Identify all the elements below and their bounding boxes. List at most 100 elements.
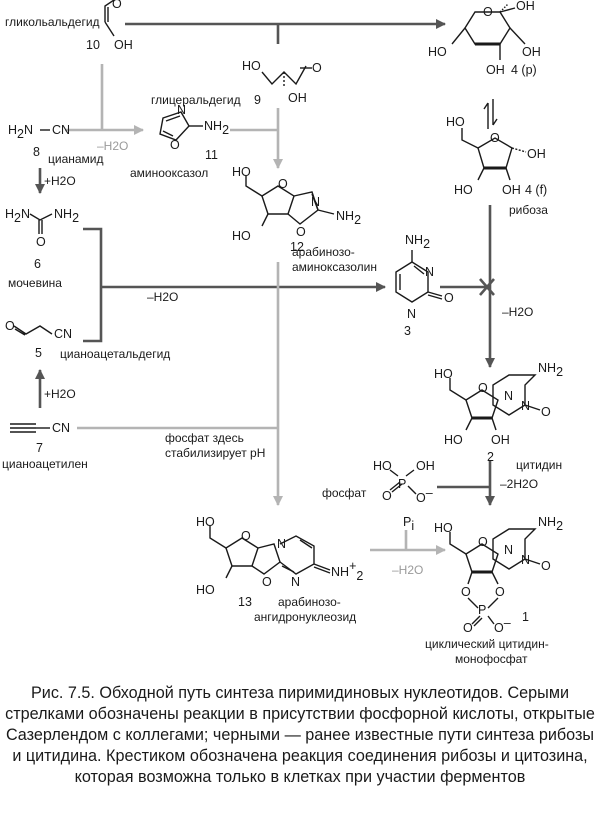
n-atom: N <box>291 575 300 589</box>
figure-caption: Рис. 7.5. Обходной путь синтеза пиримиди… <box>0 683 600 788</box>
o-atom: O <box>5 319 15 333</box>
compound-9: HO O OH 9 глицеральдегид <box>151 59 322 107</box>
compound-7: CN 7 цианоацетилен <box>2 421 88 471</box>
phosphate: HO OH P O O– фосфат Pi <box>322 459 435 533</box>
compound-2-name: цитидин <box>516 458 562 472</box>
oh-group: OH <box>527 147 546 161</box>
ho-group: HO <box>373 459 392 473</box>
o-atom: O <box>541 405 551 419</box>
compound-6: H2N NH2 O 6 мочевина <box>5 207 79 290</box>
reaction-scheme: гликольальдегид O OH 10 HO O OH 9 глицер… <box>2 0 563 666</box>
equilibrium-up <box>483 102 489 129</box>
compound-13-name-2: ангидронуклеозид <box>254 610 356 624</box>
bracket-6-5 <box>83 227 103 343</box>
oh-group: OH <box>288 91 307 105</box>
svg-text:NH+2: NH+2 <box>331 559 363 583</box>
o-atom: O <box>495 585 505 599</box>
condition-minus-h2o-2: –H2O <box>147 290 178 304</box>
compound-9-number: 9 <box>254 93 261 107</box>
ho-group: HO <box>428 45 447 59</box>
figure-label: Рис. 7.5. <box>30 684 95 702</box>
compound-13: O N O N NH+2 HO HO 13 арабинозо- ангидро… <box>196 515 363 624</box>
grey-arrows <box>65 64 446 555</box>
ph-note-line1: фосфат здесь <box>165 431 244 445</box>
svg-text:NH2: NH2 <box>405 233 430 251</box>
compound-7-number: 7 <box>36 441 43 455</box>
compound-6-number: 6 <box>34 257 41 271</box>
svg-text:H2N: H2N <box>8 123 33 141</box>
compound-8-number: 8 <box>33 145 40 159</box>
ho-group: HO <box>232 229 251 243</box>
condition-plus-h2o-1: +H2O <box>44 174 76 188</box>
condition-minus-2h2o: –2H2O <box>500 477 538 491</box>
cn-group: CN <box>52 421 70 435</box>
compound-5-number: 5 <box>35 346 42 360</box>
compound-2: NH2 N N O O HO HO OH 2 цитидин <box>434 361 563 472</box>
n-atom: N <box>177 103 186 117</box>
o-atom: O <box>490 131 500 145</box>
compound-4f-number: 4 (f) <box>525 183 547 197</box>
compound-10-number: 10 <box>86 38 100 52</box>
compound-3: NH2 N N O 3 <box>395 233 454 338</box>
o-atom: O <box>444 291 454 305</box>
compound-5-name: цианоацетальдегид <box>60 347 170 361</box>
compound-4f: O HO OH HO OH 4 (f) рибоза <box>446 115 548 217</box>
o-atom: O <box>296 225 306 239</box>
p-atom: P <box>398 477 406 491</box>
o-atom: O <box>478 535 488 549</box>
compound-1-name-1: циклический цитидин- <box>425 637 549 651</box>
condition-minus-h2o-1: –H2O <box>97 139 128 153</box>
compound-12-name-2: аминоксазолин <box>292 260 377 274</box>
oh-group: OH <box>502 183 521 197</box>
svg-text:NH2: NH2 <box>204 119 229 137</box>
compound-1-name-2: монофосфат <box>455 652 528 666</box>
compound-8: H2N CN 8 цианамид –H2O +H2O <box>8 123 128 188</box>
svg-text:H2N: H2N <box>5 207 30 225</box>
compound-9-name: глицеральдегид <box>151 93 241 107</box>
svg-text:NH2: NH2 <box>538 515 563 533</box>
ho-group: HO <box>196 515 215 529</box>
ho-group: HO <box>454 183 473 197</box>
ho-group: HO <box>434 521 453 535</box>
compound-3-number: 3 <box>404 324 411 338</box>
o-atom: O <box>461 585 471 599</box>
svg-text:Pi: Pi <box>403 515 414 533</box>
n-atom: N <box>311 195 320 209</box>
ho-group: HO <box>196 583 215 597</box>
ho-group: HO <box>242 59 261 73</box>
ho-group: HO <box>232 165 251 179</box>
n-atom: N <box>425 265 434 279</box>
n-atom: N <box>521 399 530 413</box>
compound-11-name: аминооксазол <box>130 166 208 180</box>
compound-6-name: мочевина <box>8 276 62 290</box>
oh-group: OH <box>114 38 133 52</box>
o-atom: O <box>112 0 122 11</box>
ho-group: HO <box>434 367 453 381</box>
oh-group: OH <box>416 459 435 473</box>
ho-group: HO <box>444 433 463 447</box>
o-atom: O <box>541 559 551 573</box>
equilibrium-down <box>492 99 498 126</box>
compound-11-number: 11 <box>205 148 218 162</box>
oh-group: OH <box>516 0 535 13</box>
compound-12: O N O NH2 HO HO 12 арабинозо- аминоксазо… <box>232 165 377 274</box>
svg-text:O–: O– <box>416 486 433 505</box>
o-atom: O <box>36 235 46 249</box>
n-atom: N <box>504 389 513 403</box>
svg-text:O–: O– <box>494 616 511 635</box>
compound-2-number: 2 <box>487 450 494 464</box>
o-atom: O <box>312 61 322 75</box>
phosphate-name: фосфат <box>322 486 367 500</box>
o-atom: O <box>262 575 272 589</box>
cross-mark <box>479 278 495 296</box>
p-atom: P <box>478 603 486 617</box>
dark-arrows <box>35 19 498 506</box>
compound-13-number: 13 <box>238 595 252 609</box>
svg-text:NH2: NH2 <box>54 207 79 225</box>
oh-group: OH <box>522 45 541 59</box>
h2n-h: H <box>8 123 17 137</box>
o-atom: O <box>170 138 180 152</box>
oh-group: OH <box>491 433 510 447</box>
compound-4f-name: рибоза <box>509 203 548 217</box>
condition-plus-h2o-2: +H2O <box>44 387 76 401</box>
